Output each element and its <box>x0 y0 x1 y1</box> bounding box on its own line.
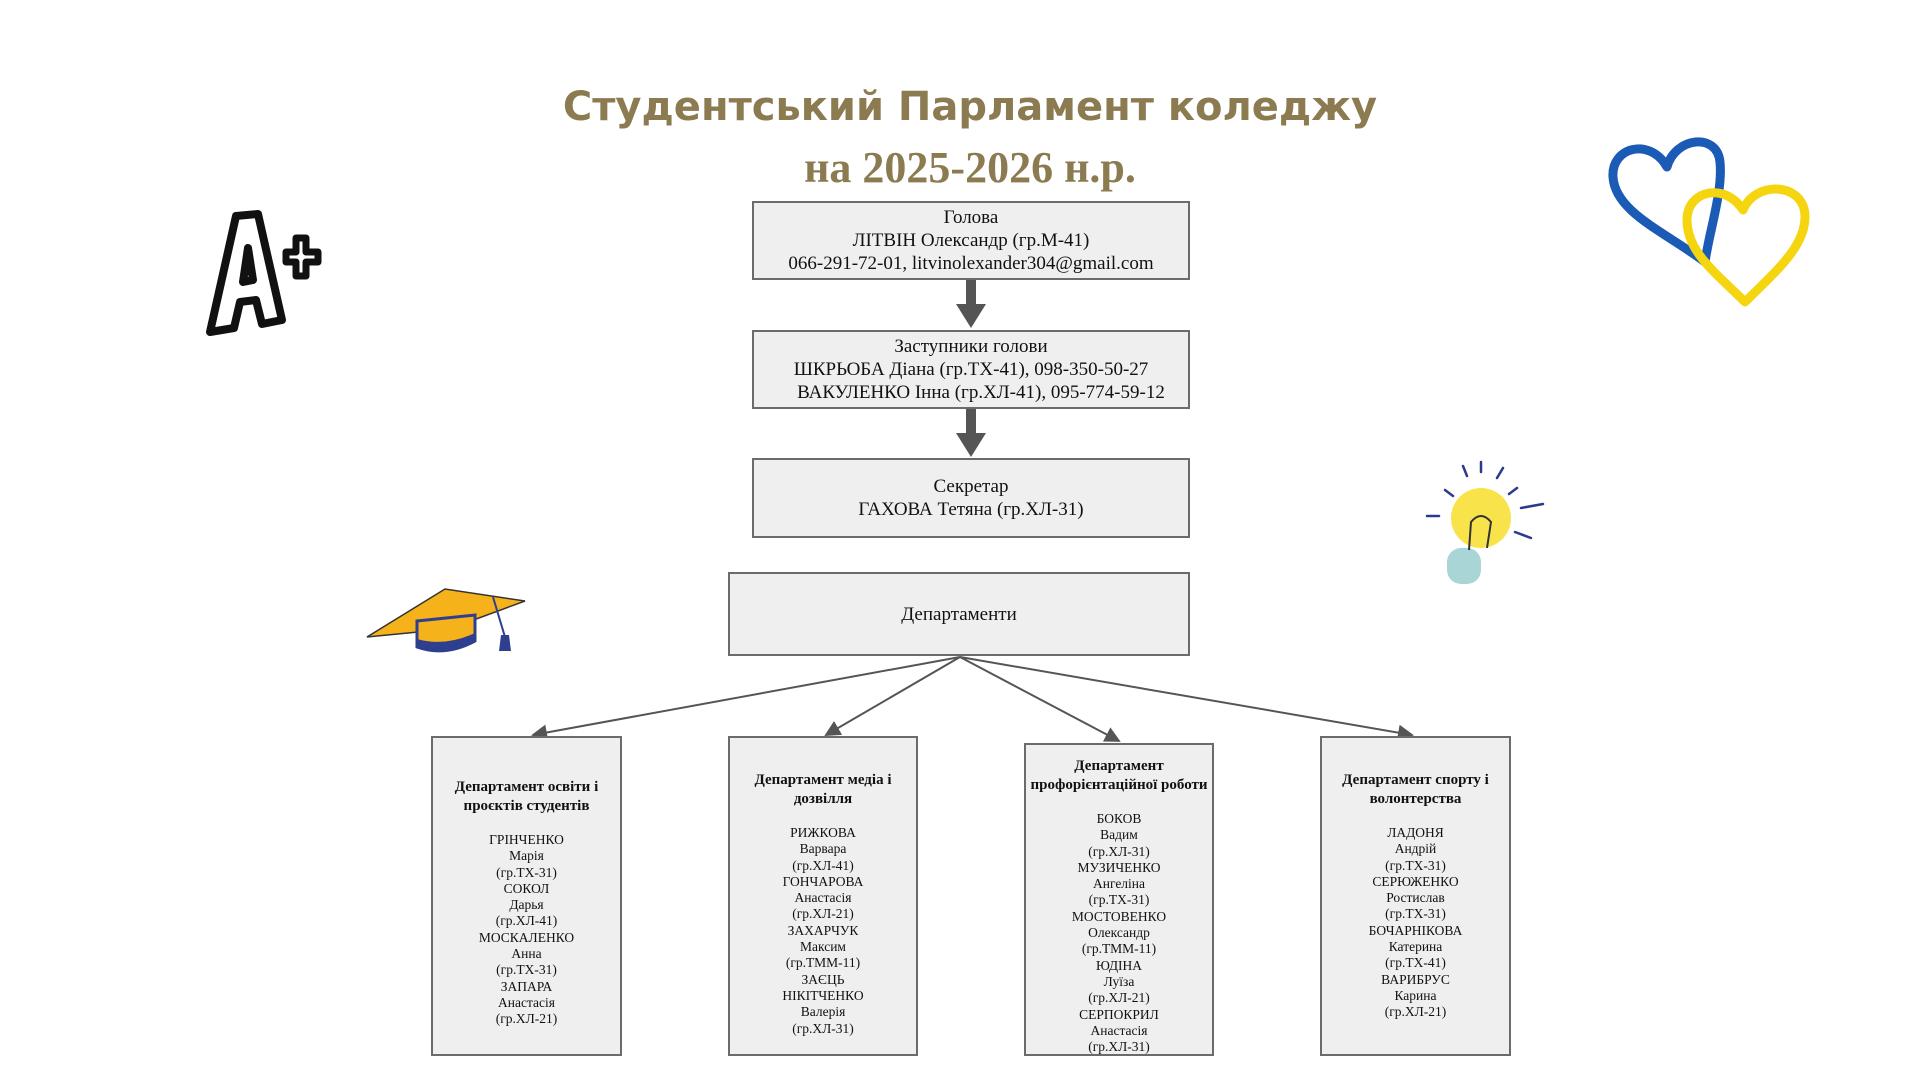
graduation-cap-icon <box>366 588 526 653</box>
department-member-line: (гр.ТММ-11) <box>1081 941 1157 957</box>
departments-label: Департаменти <box>901 603 1017 625</box>
department-member-line: (гр.ХЛ-31) <box>1088 843 1150 859</box>
department-member-line: ЗАПАРА <box>500 978 553 994</box>
department-member-line: Олександр <box>1088 925 1150 941</box>
secretary-role: Секретар <box>933 476 1009 497</box>
department-member-line: (гр.ТХ-31) <box>1385 857 1446 873</box>
arrow-head-to-deputies <box>956 280 986 328</box>
department-member-line: (гр.ТХ-31) <box>1385 906 1446 922</box>
department-member-line: Ростислав <box>1386 890 1445 906</box>
department-member-line: СЕРПОКРИЛ <box>1079 1006 1159 1022</box>
department-title: Департамент спорту і волонтерства <box>1342 772 1489 807</box>
department-member-line: ГОНЧАРОВА <box>782 873 864 889</box>
department-member-line: (гр.ХЛ-21) <box>792 906 854 922</box>
hearts-icon <box>1608 137 1810 307</box>
deputies-role: Заступники голови <box>894 336 1048 357</box>
secretary-name: ГАХОВА Тетяна (гр.ХЛ-31) <box>858 499 1084 520</box>
department-member-line: ЛАДОНЯ <box>1387 825 1444 840</box>
secretary-box: Секретар ГАХОВА Тетяна (гр.ХЛ-31) <box>752 458 1190 538</box>
department-member-line: МОСКАЛЕНКО <box>478 929 575 945</box>
departments-box: Департаменти <box>728 572 1190 656</box>
page-title-line1: Студентський Парламент коледжу <box>562 84 1378 130</box>
department-member-line: (гр.ТХ-31) <box>1088 892 1150 908</box>
department-member-line: СЕРЮЖЕНКО <box>1372 873 1459 889</box>
department-member-line: (гр.ХЛ-41) <box>495 913 558 929</box>
department-member-line: Анастасія <box>498 994 555 1010</box>
light-bulb-icon <box>1425 460 1545 584</box>
department-member-line: Варвара <box>799 841 847 857</box>
department-member-line: ГРІНЧЕНКО <box>489 832 564 847</box>
arrow-to-dept-1 <box>531 656 961 741</box>
department-title: Департамент освіти і проєктів студентів <box>454 779 599 814</box>
department-member-line: (гр.ХЛ-21) <box>495 1011 558 1027</box>
department-member-line: (гр.ХЛ-31) <box>792 1020 854 1036</box>
department-member-line: РИЖКОВА <box>790 825 856 840</box>
head-name: ЛІТВІН Олександр (гр.М-41) <box>852 230 1090 251</box>
arrow-to-dept-3 <box>959 656 1121 742</box>
department-member-line: ЗАЄЦЬ <box>801 971 845 987</box>
department-member-line: МУЗИЧЕНКО <box>1077 859 1161 875</box>
department-member-line: (гр.ТХ-31) <box>496 864 557 880</box>
department-member-line: Карина <box>1394 987 1437 1003</box>
department-member-line: (гр.ХЛ-31) <box>1088 1039 1150 1055</box>
department-member-line: Анна <box>511 946 542 962</box>
department-member-line: СОКОЛ <box>503 880 550 896</box>
head-contact: 066-291-72-01, litvinolexander304@gmail.… <box>788 253 1154 274</box>
department-title: Департамент медіа і дозвілля <box>754 772 892 807</box>
department-member-line: Анастасія <box>1090 1022 1148 1038</box>
department-member-line: БОКОВ <box>1096 811 1142 826</box>
arrow-deputies-to-secretary <box>956 409 986 457</box>
department-member-line: (гр.ТММ-11) <box>785 955 861 971</box>
department-member-line: БОЧАРНІКОВА <box>1368 922 1463 938</box>
head-role: Голова <box>943 207 999 228</box>
deputies-box: Заступники голови ШКРЬОБА Діана (гр.ТХ-4… <box>752 330 1190 409</box>
deputy-2: ВАКУЛЕНКО Інна (гр.ХЛ-41), 095-774-59-12 <box>797 382 1165 403</box>
department-member-line: НІКІТЧЕНКО <box>782 987 864 1003</box>
department-member-line: Валерія <box>800 1004 846 1020</box>
head-box: Голова ЛІТВІН Олександр (гр.М-41) 066-29… <box>752 201 1190 280</box>
department-member-line: Вадим <box>1100 827 1138 843</box>
department-member-line: Максим <box>800 939 846 955</box>
department-member-line: ЗАХАРЧУК <box>787 922 859 938</box>
arrow-to-dept-4 <box>959 656 1414 741</box>
department-member-line: Луїза <box>1103 973 1135 989</box>
department-member-line: (гр.ТХ-41) <box>1385 955 1446 971</box>
a-plus-icon <box>206 210 322 336</box>
department-member-line: Андрій <box>1394 841 1437 857</box>
arrow-to-dept-2 <box>824 656 961 737</box>
department-member-line: ВАРИБРУС <box>1381 971 1450 987</box>
department-member-line: (гр.ТХ-31) <box>496 962 557 978</box>
deputy-1: ШКРЬОБА Діана (гр.ТХ-41), 098-350-50-27 <box>793 359 1149 380</box>
department-member-line: (гр.ХЛ-21) <box>1384 1004 1447 1020</box>
department-member-line: Марія <box>509 848 544 864</box>
department-member-line: Анастасія <box>794 890 852 906</box>
department-member-line: МОСТОВЕНКО <box>1071 908 1167 924</box>
department-member-line: Катерина <box>1388 939 1443 955</box>
department-member-line: Ангеліна <box>1092 876 1146 892</box>
department-title: Департамент профорієнтаційної роботи <box>1030 758 1208 793</box>
department-member-line: ЮДІНА <box>1095 957 1143 973</box>
department-member-line: (гр.ХЛ-41) <box>792 857 854 873</box>
page-title-line2: на 2025-2026 н.р. <box>804 143 1136 192</box>
department-member-line: (гр.ХЛ-21) <box>1088 990 1150 1006</box>
department-member-line: Дарья <box>509 897 544 913</box>
